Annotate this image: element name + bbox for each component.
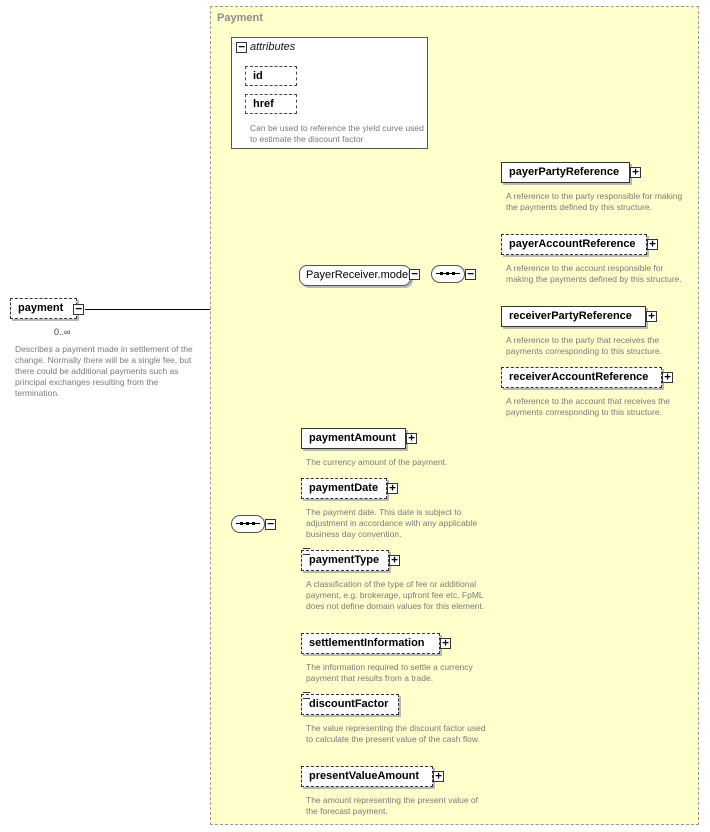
group-collapse-icon[interactable]: −	[409, 268, 420, 280]
attribute-href[interactable]: href	[245, 94, 297, 114]
element-description: A classification of the type of fee or a…	[306, 579, 485, 611]
expand-icon[interactable]: +	[646, 310, 657, 322]
inner-sequence-compositor	[431, 265, 465, 283]
element-description: The payment date. This date is subject t…	[306, 507, 478, 539]
element-description: The amount representing the present valu…	[306, 795, 478, 816]
element-description: A reference to the party that receives t…	[506, 335, 662, 356]
element-discount-factor[interactable]: discountFactor	[301, 694, 399, 715]
collapse-icon[interactable]: −	[73, 303, 84, 315]
root-element-payment[interactable]: payment	[10, 298, 77, 319]
attributes-collapse-icon[interactable]: −	[236, 41, 247, 53]
element-payment-amount[interactable]: paymentAmount	[301, 428, 406, 449]
expand-icon[interactable]: +	[406, 432, 417, 444]
expand-icon[interactable]: +	[440, 637, 451, 649]
list-marker-icon	[303, 692, 310, 699]
element-settlement-information[interactable]: settlementInformation	[301, 633, 440, 654]
element-description: The currency amount of the payment.	[306, 457, 448, 467]
element-receiver-party-reference[interactable]: receiverPartyReference	[501, 306, 646, 327]
attributes-box	[231, 37, 428, 149]
inner-sequence-icon	[436, 272, 460, 275]
element-payer-party-reference[interactable]: payerPartyReference	[501, 162, 630, 183]
type-name: Payment	[217, 12, 263, 24]
expand-icon[interactable]: +	[389, 554, 400, 566]
element-label: discountFactor	[309, 698, 389, 710]
element-receiver-account-reference[interactable]: receiverAccountReference	[501, 367, 662, 388]
root-element-label: payment	[18, 302, 64, 314]
expand-icon[interactable]: +	[433, 770, 444, 782]
attribute-id[interactable]: id	[245, 66, 297, 86]
element-payer-account-reference[interactable]: payerAccountReference	[501, 234, 647, 255]
sequence-collapse-icon[interactable]: −	[265, 518, 276, 530]
element-label: paymentType	[309, 554, 380, 566]
element-description: A reference to the party responsible for…	[506, 191, 683, 212]
element-label: paymentDate	[309, 482, 379, 494]
group-payer-receiver-model[interactable]: PayerReceiver.model	[299, 265, 411, 286]
element-description: A reference to the account that receives…	[506, 396, 670, 417]
inner-sequence-collapse-icon[interactable]: −	[465, 268, 476, 280]
list-marker-icon	[303, 548, 310, 555]
attributes-heading: attributes	[250, 41, 296, 53]
root-occurrence: 0..∞	[54, 327, 71, 337]
group-label: PayerReceiver.model	[306, 269, 411, 281]
attributes-description: Can be used to reference the yield curve…	[250, 123, 424, 144]
element-description: The value representing the discount fact…	[306, 723, 486, 744]
element-description: The information required to settle a cur…	[306, 662, 473, 683]
sequence-compositor	[231, 515, 265, 533]
element-label: payerAccountReference	[509, 238, 636, 250]
expand-icon[interactable]: +	[630, 166, 641, 178]
expand-icon[interactable]: +	[662, 371, 673, 383]
sequence-icon	[236, 522, 260, 525]
element-description: A reference to the account responsible f…	[506, 263, 682, 284]
element-payment-date[interactable]: paymentDate	[301, 478, 387, 499]
element-label: paymentAmount	[309, 432, 396, 444]
root-description: Describes a payment made in settlement o…	[15, 344, 193, 398]
element-present-value-amount[interactable]: presentValueAmount	[301, 766, 433, 787]
element-label: presentValueAmount	[309, 770, 420, 782]
expand-icon[interactable]: +	[647, 238, 658, 250]
element-payment-type[interactable]: paymentType	[301, 550, 389, 571]
element-label: receiverAccountReference	[509, 371, 649, 383]
element-label: settlementInformation	[309, 637, 425, 649]
element-label: receiverPartyReference	[509, 310, 632, 322]
expand-icon[interactable]: +	[387, 482, 398, 494]
element-label: payerPartyReference	[509, 166, 620, 178]
